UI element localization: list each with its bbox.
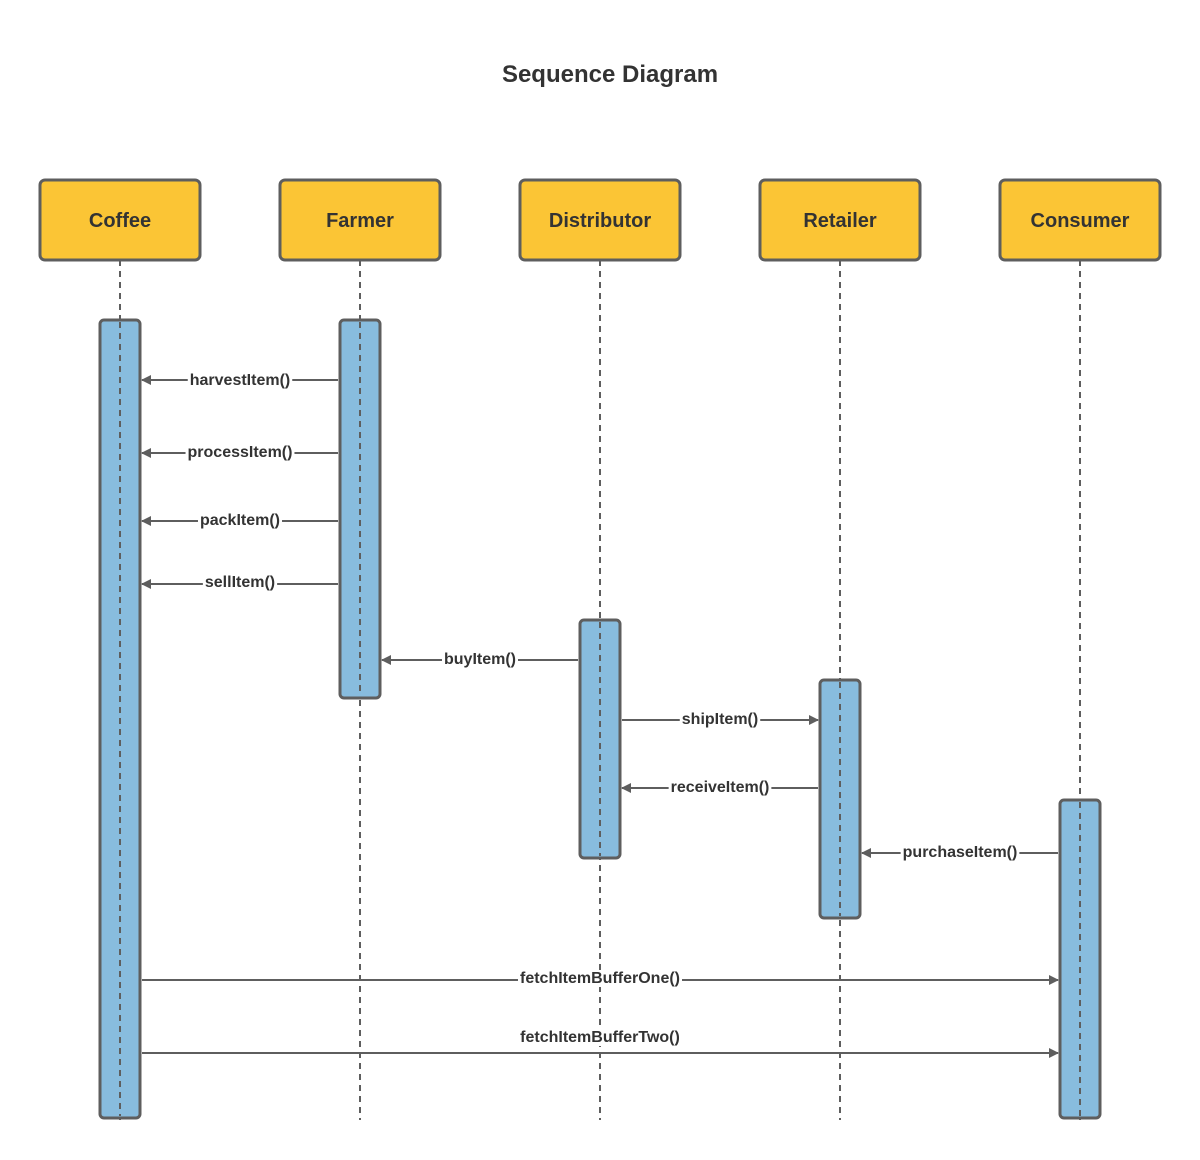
- actor-box: [278, 178, 442, 262]
- message-7: receiveItem(): [621, 779, 818, 796]
- activation-retailer: [818, 678, 862, 920]
- message-label-background: [202, 574, 278, 591]
- activation-consumer: [1058, 798, 1102, 1120]
- diagram-title: Sequence Diagram: [502, 61, 718, 88]
- activation-bar: [578, 618, 622, 860]
- message-5: buyItem(): [381, 651, 578, 668]
- message-8: purchaseItem(): [861, 844, 1058, 861]
- activation-coffee: [98, 318, 142, 1120]
- actor-retailer: Retailer: [758, 178, 922, 262]
- message-label-background: [185, 444, 295, 461]
- activation-bar: [818, 678, 862, 920]
- message-label: harvestItem(): [190, 372, 290, 389]
- message-10: fetchItemBufferTwo(): [142, 1029, 1059, 1058]
- message-label: buyItem(): [444, 651, 516, 668]
- message-label: packItem(): [200, 512, 280, 529]
- message-label: fetchItemBufferTwo(): [520, 1029, 680, 1046]
- actor-distributor: Distributor: [518, 178, 682, 262]
- actor-farmer: Farmer: [278, 178, 442, 262]
- message-2: processItem(): [141, 444, 338, 461]
- message-label-background: [900, 844, 1020, 861]
- actor-box: [998, 178, 1162, 262]
- message-1: harvestItem(): [141, 372, 338, 389]
- message-label-background: [197, 512, 283, 529]
- message-label-background: [187, 372, 293, 389]
- actor-box: [758, 178, 922, 262]
- message-3: packItem(): [141, 512, 338, 529]
- message-label-background: [668, 779, 772, 796]
- actor-label: Farmer: [326, 210, 394, 232]
- actor-box: [38, 178, 202, 262]
- message-label: processItem(): [188, 444, 293, 461]
- message-label-background: [517, 970, 683, 987]
- activation-bars: [98, 318, 1102, 1120]
- activation-distributor: [578, 618, 622, 860]
- message-label-background: [518, 1029, 682, 1046]
- message-label: purchaseItem(): [903, 844, 1018, 861]
- message-label: fetchItemBufferOne(): [520, 970, 680, 987]
- message-6: shipItem(): [622, 711, 819, 728]
- actor-boxes: Coffee Farmer Distributor Retailer Consumer: [38, 178, 1162, 262]
- actor-coffee: Coffee: [38, 178, 202, 262]
- actor-label: Coffee: [89, 210, 151, 232]
- actor-consumer: Consumer: [998, 178, 1162, 262]
- message-label-background: [442, 651, 518, 668]
- message-label: shipItem(): [682, 711, 758, 728]
- activation-farmer: [338, 318, 382, 700]
- messages: harvestItem() processItem() packItem() sell…: [141, 372, 1059, 1058]
- message-label: sellItem(): [205, 574, 275, 591]
- actor-box: [518, 178, 682, 262]
- message-label: receiveItem(): [671, 779, 770, 796]
- actor-label: Distributor: [549, 210, 651, 232]
- message-4: sellItem(): [141, 574, 338, 591]
- actor-label: Retailer: [803, 210, 877, 232]
- actor-label: Consumer: [1031, 210, 1130, 232]
- message-9: fetchItemBufferOne(): [142, 970, 1059, 987]
- message-label-background: [679, 711, 761, 728]
